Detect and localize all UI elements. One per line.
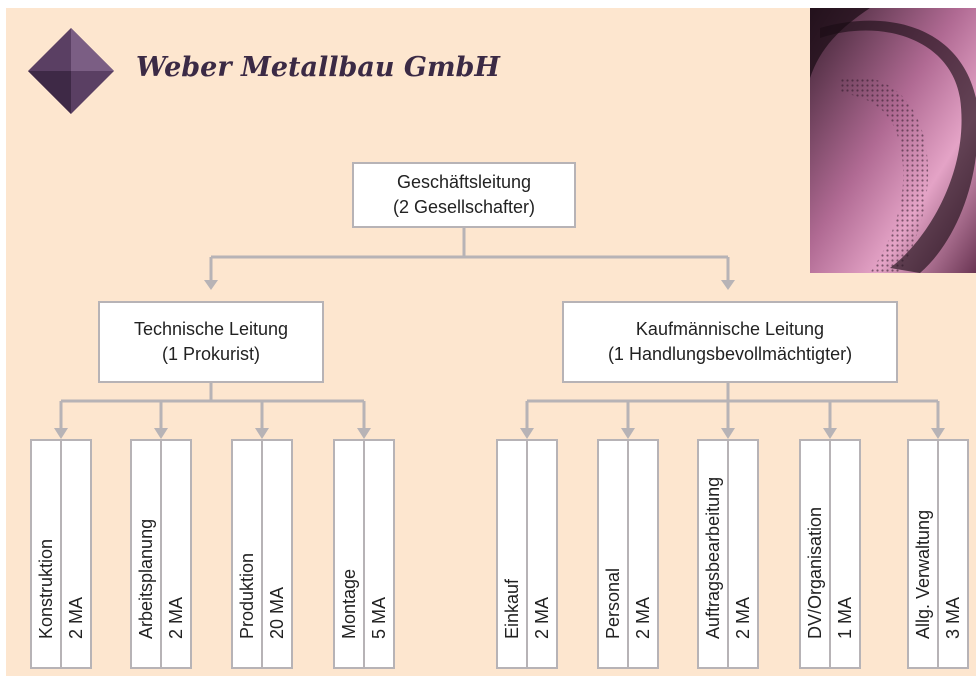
unit-einkauf: Einkauf 2 MA (496, 439, 558, 669)
unit-montage: Montage 5 MA (333, 439, 395, 669)
metal-mesh-photo (810, 8, 976, 273)
unit-name: Einkauf (502, 578, 522, 639)
commercial-title: Kaufmännische Leitung (635, 319, 825, 339)
unit-staff: 2 MA (532, 596, 552, 639)
unit-dv-organisation: DV/Organisation 1 MA (799, 439, 861, 669)
unit-name: Montage (339, 568, 359, 639)
management-title: Geschäftsleitung (396, 172, 532, 192)
unit-name: DV/Organisation (805, 506, 825, 639)
unit-staff: 5 MA (369, 596, 389, 639)
unit-staff: 1 MA (835, 596, 855, 639)
technical-box: Technische Leitung (1 Prokurist) (98, 301, 324, 383)
org-chart: Weber Metallbau GmbH (6, 8, 976, 676)
commercial-subtitle: (1 Handlungsbevollmächtigter) (607, 344, 853, 364)
unit-auftragsbearbeitung: Auftragsbearbeitung 2 MA (697, 439, 759, 669)
management-subtitle: (2 Gesellschafter) (392, 197, 536, 217)
commercial-box: Kaufmännische Leitung (1 Handlungsbevoll… (562, 301, 898, 383)
unit-staff: 2 MA (166, 596, 186, 639)
connector-lines (54, 228, 945, 439)
unit-name: Auftragsbearbeitung (703, 476, 723, 639)
unit-konstruktion: Konstruktion 2 MA (30, 439, 92, 669)
unit-staff: 2 MA (633, 596, 653, 639)
unit-staff: 20 MA (267, 586, 287, 639)
unit-name: Allg. Verwaltung (913, 509, 933, 639)
unit-staff: 2 MA (66, 596, 86, 639)
management-box: Geschäftsleitung (2 Gesellschafter) (352, 162, 576, 228)
technical-title: Technische Leitung (133, 319, 289, 339)
unit-name: Konstruktion (36, 538, 56, 639)
unit-personal: Personal 2 MA (597, 439, 659, 669)
company-name: Weber Metallbau GmbH (136, 52, 500, 83)
unit-produktion: Produktion 20 MA (231, 439, 293, 669)
diamond-logo-icon (28, 28, 114, 114)
technical-subtitle: (1 Prokurist) (161, 344, 260, 364)
unit-allg-verwaltung: Allg. Verwaltung 3 MA (907, 439, 969, 669)
unit-name: Personal (603, 567, 623, 639)
unit-name: Produktion (237, 552, 257, 639)
unit-name: Arbeitsplanung (136, 518, 156, 639)
unit-staff: 3 MA (943, 596, 963, 639)
unit-arbeitsplanung: Arbeitsplanung 2 MA (130, 439, 192, 669)
unit-staff: 2 MA (733, 596, 753, 639)
